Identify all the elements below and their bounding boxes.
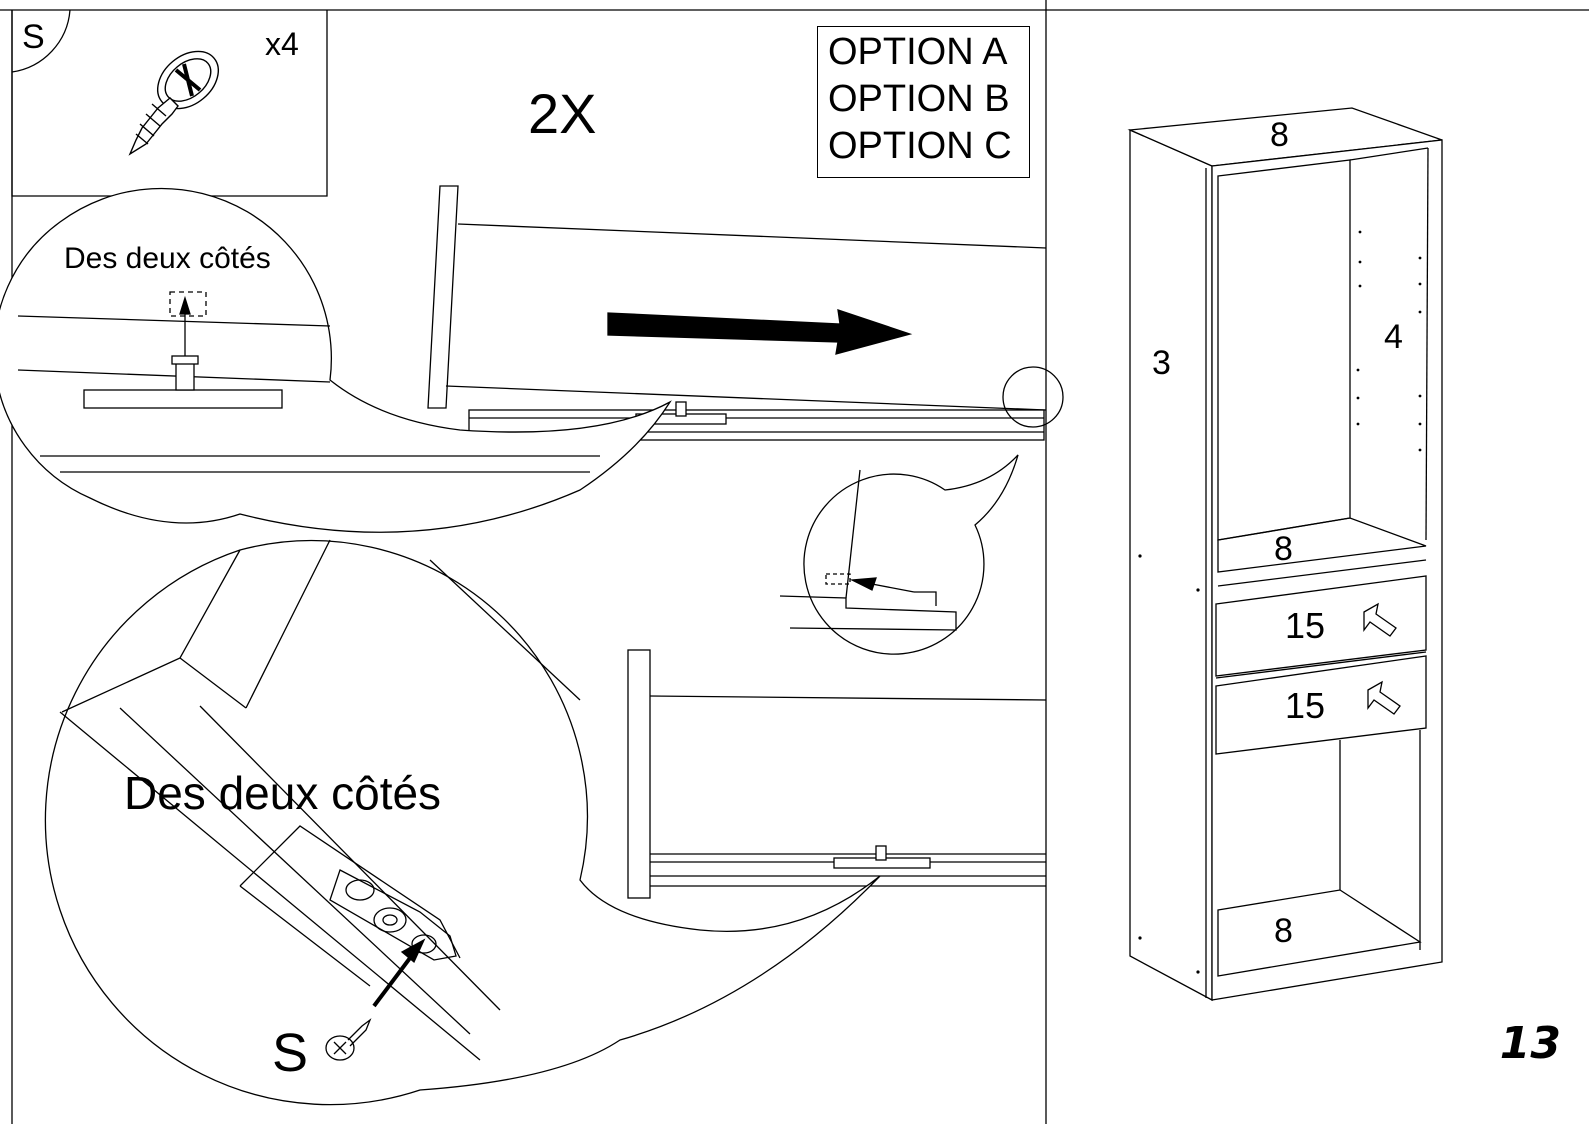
parts-quantity: x4	[265, 26, 299, 62]
bottom-detail-bubble	[44, 539, 881, 1106]
panel-label-drawer-upper: 15	[1285, 605, 1326, 646]
bottom-detail-text: Des deux côtés	[124, 767, 442, 819]
panel-label-right-side: 4	[1384, 318, 1403, 356]
drawer-side-upper	[427, 185, 1047, 441]
page-number: 13	[1499, 1018, 1561, 1069]
option-a: OPTION A	[828, 31, 1008, 73]
top-detail-text: Des deux côtés	[64, 242, 271, 275]
panel-label-top: 8	[1270, 116, 1289, 154]
panel-label-drawer-lower: 15	[1285, 685, 1326, 726]
top-detail-bubble	[0, 187, 672, 533]
shelf-pin-holes	[1138, 230, 1422, 974]
option-b: OPTION B	[828, 78, 1010, 120]
small-screw-icon	[325, 1018, 372, 1061]
panel-label-left-side: 3	[1152, 344, 1171, 382]
drawer-side-lower	[627, 649, 1047, 899]
drawer-arrow-upper	[1363, 602, 1397, 637]
panel-label-middle-shelf: 8	[1274, 530, 1293, 568]
drawer-arrow-lower	[1367, 680, 1401, 715]
screw-icon	[128, 50, 219, 156]
detail-circle-small	[1002, 366, 1064, 428]
cabinet-drawing	[1127, 107, 1443, 1002]
bottom-part-letter: S	[272, 1023, 309, 1083]
option-c: OPTION C	[828, 125, 1012, 167]
options-box: OPTION A OPTION B OPTION C	[817, 26, 1030, 178]
repeat-count: 2X	[528, 82, 597, 145]
right-detail-bubble	[779, 454, 1019, 655]
panel-label-bottom-shelf: 8	[1274, 912, 1293, 950]
push-arrow	[607, 309, 913, 355]
parts-letter-arc	[11, 9, 71, 73]
parts-letter: S	[22, 18, 45, 56]
